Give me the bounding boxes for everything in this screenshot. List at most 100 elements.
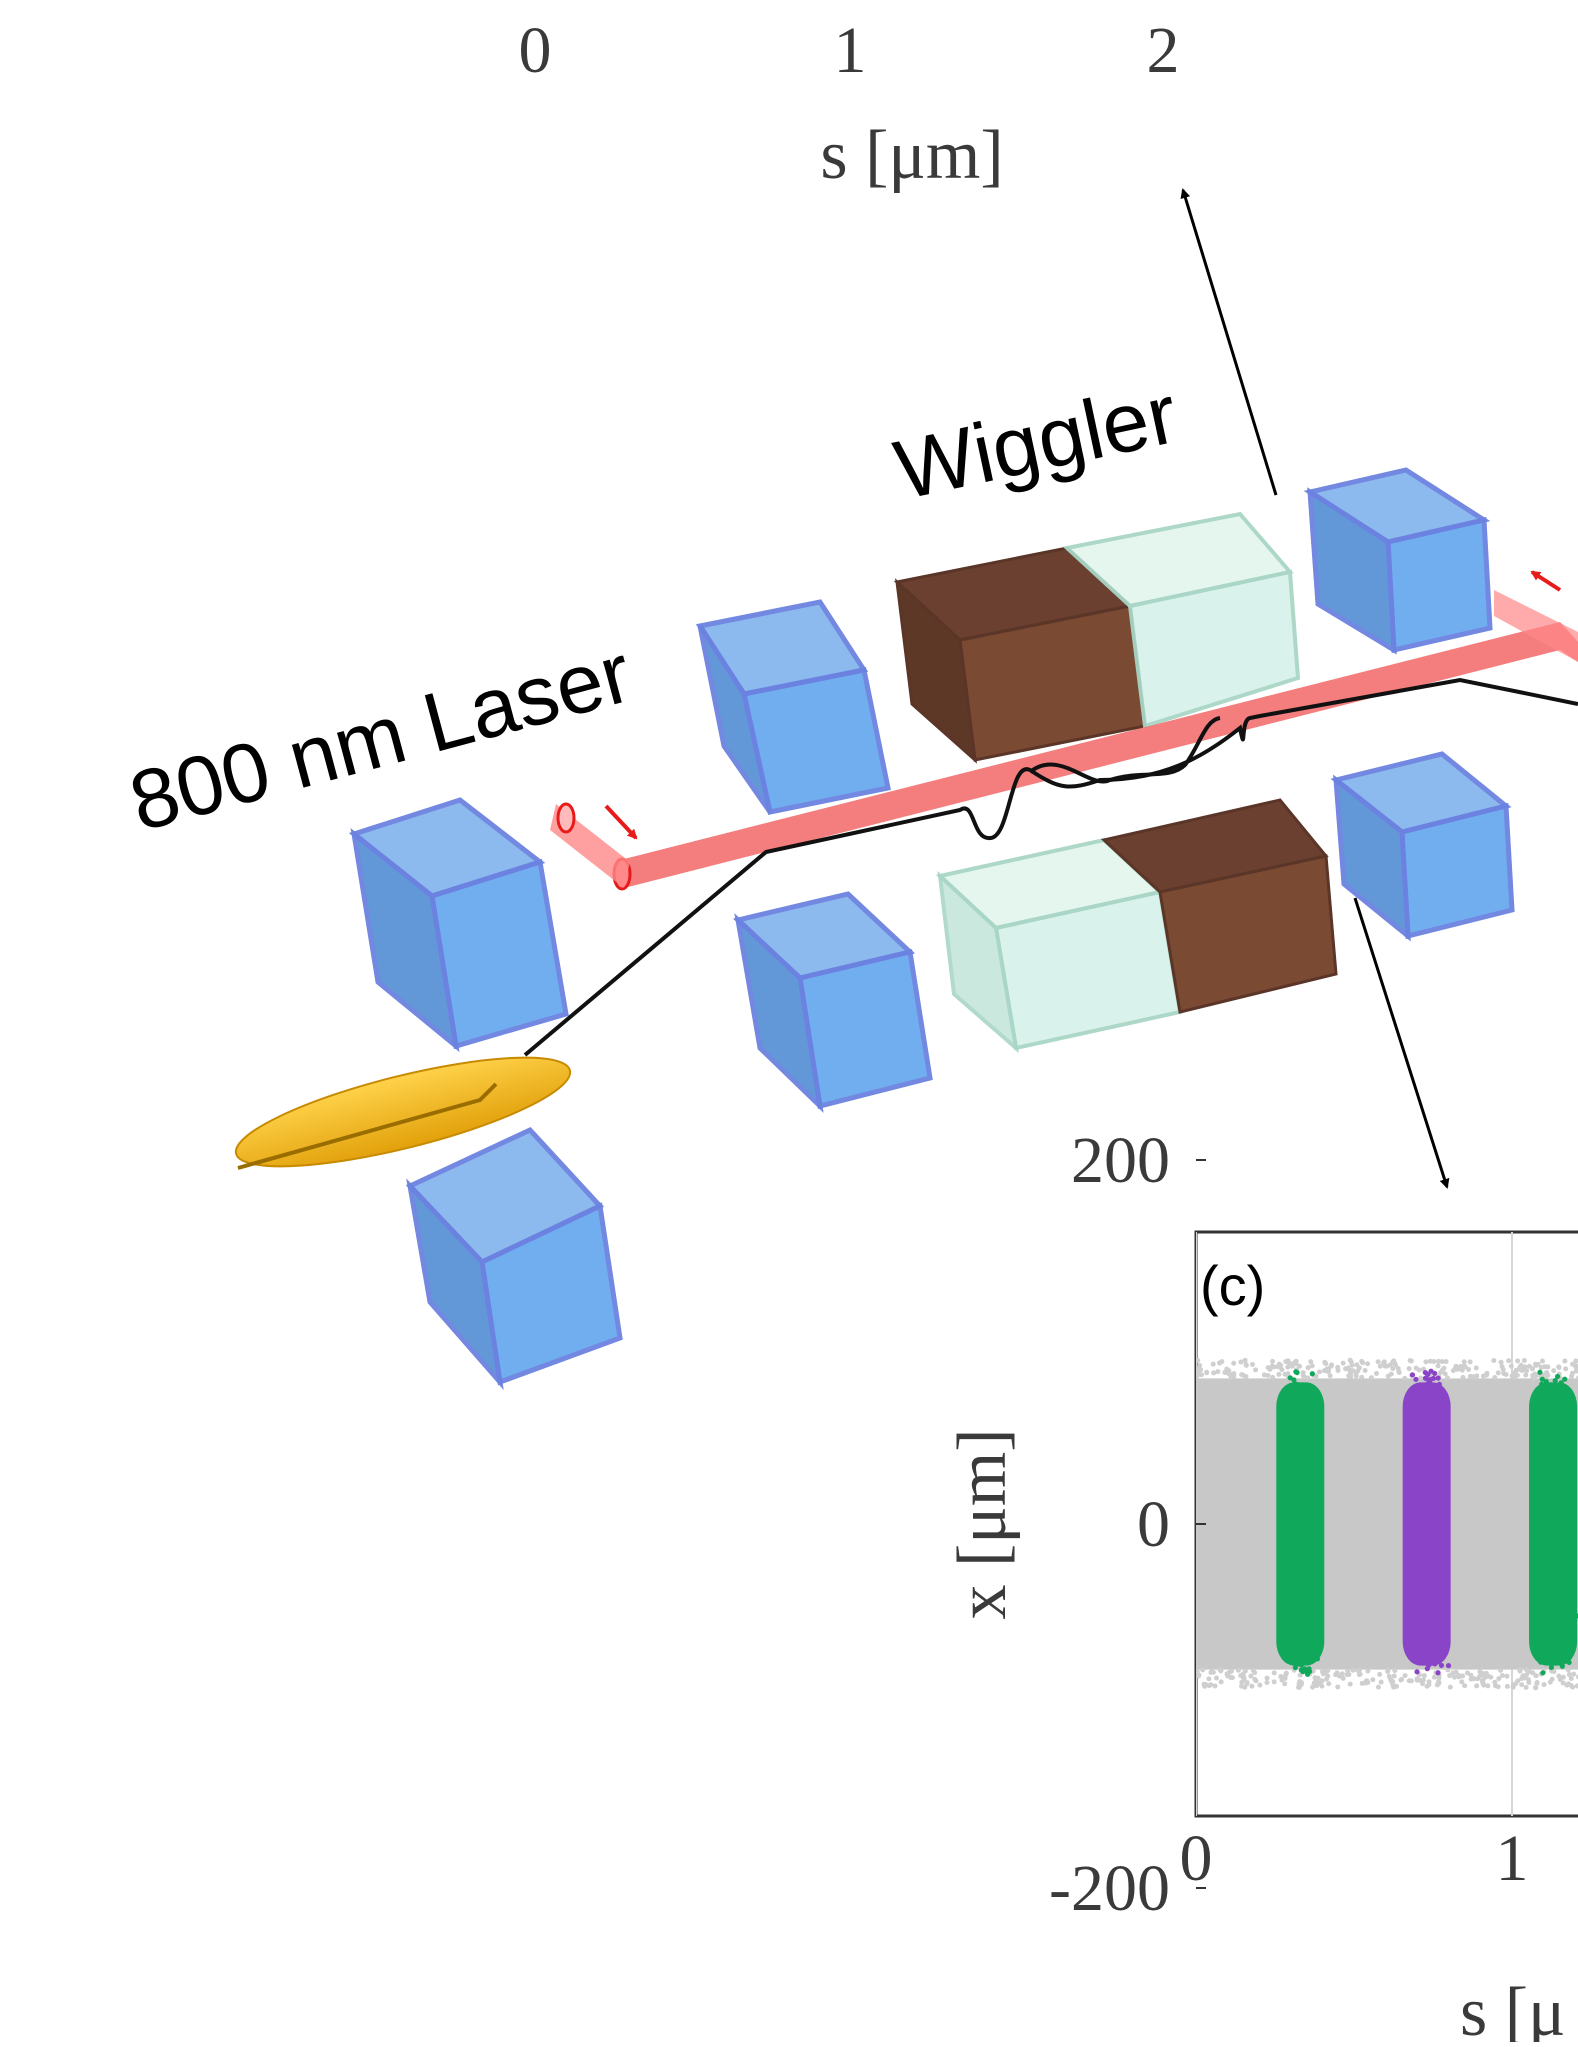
panel-c-bunch-point [1304, 1570, 1309, 1575]
panel-c-bunch-point [1436, 1514, 1441, 1519]
panel-c-bunch-point [1427, 1647, 1432, 1652]
panel-c-bunch-point [1544, 1571, 1549, 1576]
panel-c-bunch-point [1423, 1370, 1428, 1375]
panel-c-bunch-point [1289, 1636, 1294, 1641]
panel-c-background-point [1195, 1358, 1200, 1363]
panel-c-background-point [1442, 1366, 1447, 1371]
panel-c-bunch-point [1300, 1434, 1305, 1439]
panel-c-bunch-point [1559, 1380, 1564, 1385]
panel-c-background-point [1474, 1366, 1479, 1371]
panel-c-background-point [1264, 1680, 1269, 1685]
panel-c-background-point [1299, 1682, 1304, 1687]
panel-c-bunch-point [1534, 1548, 1539, 1553]
panel-c-bunch-point [1292, 1381, 1297, 1386]
panel-c-bunch-point [1298, 1553, 1303, 1558]
panel-c-background-point [1444, 1359, 1449, 1364]
panel-c-background-point [1377, 1672, 1382, 1677]
panel-c-background-point [1211, 1670, 1216, 1675]
panel-c-background-point [1370, 1677, 1375, 1682]
panel-c-background-point [1277, 1362, 1282, 1367]
top-axis-label: s [μm] [820, 117, 1003, 194]
panel-c-bunch-point [1551, 1634, 1556, 1639]
panel-c-background-point [1326, 1681, 1331, 1686]
panel-c-bunch-point [1561, 1407, 1566, 1412]
panel-c-background-point [1315, 1680, 1320, 1685]
panel-c-bunch-point [1414, 1497, 1419, 1502]
panel-c-bunch-point [1568, 1421, 1573, 1426]
arrow-to-top-panel [1183, 190, 1276, 495]
panel-c-background-point [1519, 1682, 1524, 1687]
panel-c-background-point [1493, 1683, 1498, 1688]
panel-c-background-point [1211, 1362, 1216, 1367]
panel-c-bunch-point [1299, 1513, 1304, 1518]
panel-c-background-point [1250, 1362, 1255, 1367]
panel-c-bunch-point [1432, 1495, 1437, 1500]
panel-c-bunch-point [1428, 1369, 1433, 1374]
panel-c-background-point [1471, 1374, 1476, 1379]
panel-c-bunch-point [1546, 1424, 1551, 1429]
panel-c-background-point [1376, 1685, 1381, 1690]
panel-c-bunch-point [1545, 1529, 1550, 1534]
panel-c-background-point [1346, 1672, 1351, 1677]
panel-c-bunch-point [1538, 1660, 1543, 1665]
panel-c-bunch-point [1300, 1421, 1305, 1426]
panel-c-bunch-point [1435, 1478, 1440, 1483]
panel-c-background-point [1550, 1677, 1555, 1682]
panel-c-bunch-point [1543, 1521, 1548, 1526]
panel-c-bunch-point [1431, 1573, 1436, 1578]
panel-c-bunch-point [1289, 1658, 1294, 1663]
panel-c-background-point [1500, 1673, 1505, 1678]
panel-c-bunch-point [1559, 1449, 1564, 1454]
panel-c-bunch-point [1413, 1377, 1418, 1382]
panel-c-bunch-point [1311, 1635, 1316, 1640]
panel-c-bunch-point [1432, 1488, 1437, 1493]
panel-c-bunch-point [1294, 1492, 1299, 1497]
panel-c-bunch-point [1549, 1471, 1554, 1476]
panel-c-background-point [1323, 1361, 1328, 1366]
panel-c-bunch-point [1569, 1485, 1574, 1490]
panel-c-background-point [1251, 1668, 1256, 1673]
panel-c-background-point [1523, 1364, 1528, 1369]
panel-c-background-point [1200, 1667, 1205, 1672]
panel-c-background-point [1415, 1676, 1420, 1681]
panel-c-background-point [1320, 1669, 1325, 1674]
panel-c-background-point [1272, 1679, 1277, 1684]
panel-c-bunch-point [1430, 1526, 1435, 1531]
panel-c-background-point [1354, 1372, 1359, 1377]
panel-c-bunch-point [1560, 1586, 1565, 1591]
panel-c-background-point [1317, 1369, 1322, 1374]
panel-c-bunch-point [1540, 1536, 1545, 1541]
panel-c-background-point [1265, 1676, 1270, 1681]
panel-c-bunch-point [1428, 1406, 1433, 1411]
panel-c-bunch-point [1427, 1433, 1432, 1438]
panel-c-bunch-point [1556, 1403, 1561, 1408]
panel-c-bunch-point [1541, 1454, 1546, 1459]
panel-c-bunch-point [1294, 1450, 1299, 1455]
panel-c-bunch-point [1425, 1666, 1430, 1671]
panel-c-background-point [1357, 1365, 1362, 1370]
panel-c-background-point [1348, 1682, 1353, 1687]
panel-c-background-point [1425, 1684, 1430, 1689]
panel-c-bunch-point [1563, 1540, 1568, 1545]
panel-c-bunch-point [1283, 1495, 1288, 1500]
panel-c-bunch-point [1307, 1479, 1312, 1484]
panel-c-background-point [1324, 1677, 1329, 1682]
panel-c-background-point [1563, 1366, 1568, 1371]
panel-c-bunch-point [1427, 1475, 1432, 1480]
panel-c-background-point [1491, 1358, 1496, 1363]
panel-c-bunch-point [1552, 1463, 1557, 1468]
panel-c-bunch-point [1290, 1535, 1295, 1540]
panel-c-bunch-point [1550, 1387, 1555, 1392]
panel-c-bunch-point [1413, 1410, 1418, 1415]
panel-c-background-point [1360, 1360, 1365, 1365]
panel-c-background-point [1477, 1674, 1482, 1679]
panel-c-bunch-point [1540, 1409, 1545, 1414]
panel-c-background-point [1465, 1670, 1470, 1675]
panel-c-bunch-point [1290, 1549, 1295, 1554]
panel-c-bunch-point [1317, 1626, 1322, 1631]
panel-c-background-point [1480, 1678, 1485, 1683]
panel-c-bunch-point [1555, 1374, 1560, 1379]
panel-c-background-point [1346, 1367, 1351, 1372]
